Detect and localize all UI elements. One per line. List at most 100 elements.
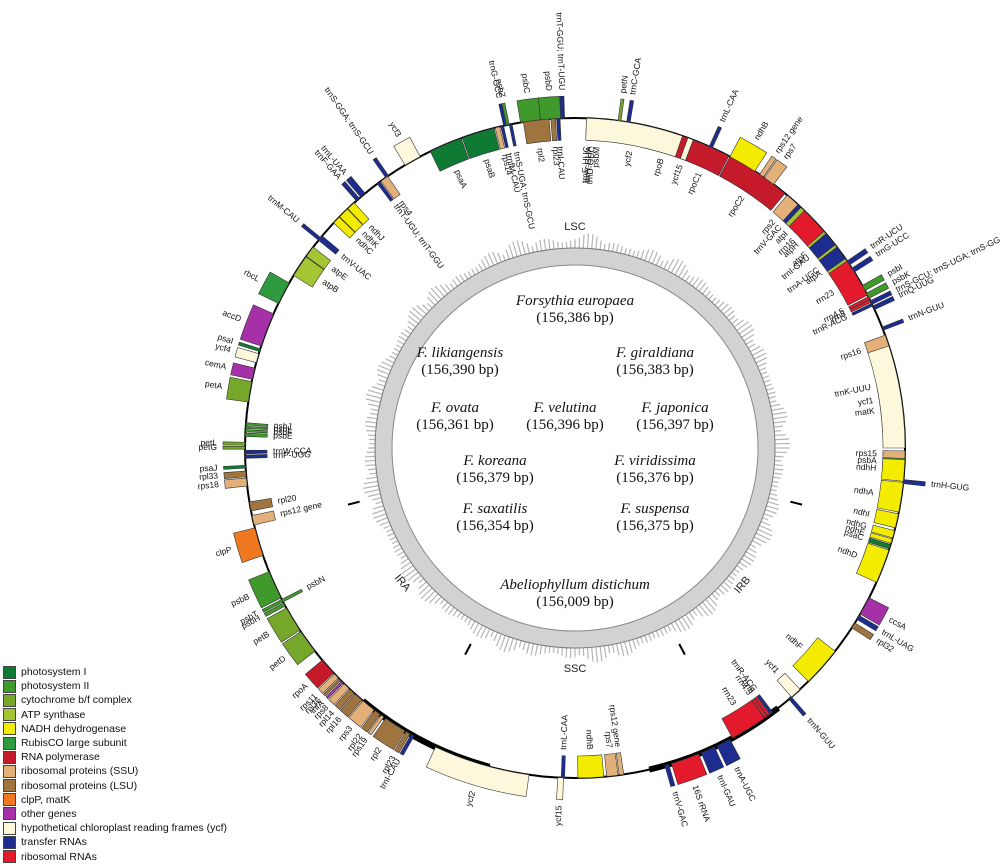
legend-label: ribosomal RNAs (21, 851, 97, 863)
species-size: (156,009 bp) (536, 594, 614, 610)
gc-texture-line (706, 599, 716, 610)
gc-texture-line (752, 541, 761, 546)
gc-texture-line (629, 641, 632, 653)
gc-texture-line (768, 502, 779, 505)
gc-texture-line (596, 237, 597, 249)
gc-texture-line (558, 647, 559, 654)
gc-texture-line (544, 239, 546, 250)
species-name: F. giraldiana (615, 345, 694, 361)
gc-texture-line (509, 638, 513, 652)
gc-texture-line (645, 249, 649, 260)
gc-texture-line (494, 632, 498, 641)
gene-block (245, 430, 267, 433)
legend-label: ATP synthase (21, 709, 85, 721)
gc-texture-line (445, 605, 451, 612)
gc-texture-line (726, 311, 733, 317)
gc-texture-line (514, 639, 517, 650)
gc-texture-line (372, 510, 385, 514)
legend-label: transfer RNAs (21, 836, 87, 848)
legend-item: cytochrome b/f complex (3, 693, 193, 707)
region-label-irb: IRB (732, 574, 753, 596)
gc-texture-line (419, 579, 424, 583)
gc-texture-line (715, 591, 720, 596)
gc-texture-line (686, 275, 690, 281)
gc-texture-line (535, 644, 537, 655)
gene-label: rpl2 (367, 745, 383, 763)
gene-label: rpl2 (535, 147, 547, 163)
gene-block (557, 118, 561, 140)
gene-label: 16S rRNA (690, 784, 712, 824)
gc-texture-line (617, 644, 619, 656)
gc-texture-line (513, 242, 518, 257)
legend-swatch (3, 694, 16, 707)
gene-label: rps16 (839, 345, 863, 361)
gene-label: ycf2 (622, 150, 635, 167)
gc-texture-line (527, 243, 529, 253)
gc-texture-line (693, 610, 697, 616)
gc-texture-line (774, 465, 783, 466)
gene-label: trnT-GGU; trnT-UGU (554, 12, 567, 90)
gene-label: trnS-GGA; trnS-GCU (323, 85, 376, 156)
gc-texture-line (377, 370, 389, 375)
gc-texture-line (625, 248, 627, 254)
legend-label: photosystem II (21, 680, 89, 692)
gc-texture-line (553, 240, 554, 249)
legend-label: RubisCO large subunit (21, 737, 127, 749)
gene-label: trnV-GAC (670, 790, 690, 828)
gene-label: ndhB (752, 119, 771, 141)
species-name: F. ovata (430, 400, 479, 416)
gc-texture-line (600, 646, 602, 661)
gc-texture-line (742, 559, 751, 565)
species-size: (156,376 bp) (616, 470, 694, 486)
gc-texture-line (531, 644, 534, 656)
gc-texture-line (456, 277, 461, 284)
gene-label: psbC (520, 73, 533, 94)
legend-swatch (3, 793, 16, 806)
gc-texture-line (750, 544, 755, 547)
gene-block (224, 471, 246, 479)
legend-swatch (3, 850, 16, 863)
gene-label: psbB (229, 591, 251, 608)
gc-texture-line (771, 490, 777, 491)
gene-block (903, 480, 925, 486)
species-size: (156,396 bp) (526, 417, 604, 433)
gc-texture-line (390, 356, 396, 359)
gene-label: rpoB (651, 157, 666, 177)
gc-texture-line (750, 346, 760, 352)
gc-texture-line (732, 319, 738, 324)
legend-item: clpP, matK (3, 793, 193, 807)
gc-texture-line (604, 646, 606, 658)
gc-texture-line (545, 646, 546, 654)
legend-swatch (3, 737, 16, 750)
species-size: (156,375 bp) (616, 518, 694, 534)
gc-texture-line (724, 582, 731, 588)
gc-texture-line (706, 291, 711, 297)
species-name: F. likiangensis (416, 345, 504, 361)
gc-texture-line (366, 477, 377, 479)
gene-label: ndhI (852, 505, 870, 518)
legend-item: ribosomal RNAs (3, 849, 193, 863)
region-label-ssc: SSC (564, 663, 587, 675)
gc-texture-line (625, 642, 628, 656)
gene-block (523, 119, 550, 144)
gc-texture-line (712, 594, 718, 600)
gc-texture-line (764, 514, 773, 517)
gc-texture-line (608, 243, 609, 251)
gc-texture-line (766, 388, 773, 390)
gc-texture-line (500, 635, 505, 650)
gc-texture-line (453, 610, 458, 616)
gc-texture-line (758, 363, 767, 367)
gene-label: atpB (321, 277, 341, 295)
gc-texture-line (387, 529, 393, 532)
gene-label: trnI-CAU (377, 757, 402, 791)
gene-block (605, 753, 619, 776)
region-boundary-tick (790, 502, 802, 505)
gc-texture-line (482, 260, 487, 269)
gene-block (578, 755, 604, 778)
gene-block (246, 423, 268, 427)
legend-label: NADH dehydrogenase (21, 723, 126, 735)
gene-block (709, 126, 721, 148)
gc-texture-line (771, 408, 783, 410)
gc-texture-line (405, 330, 411, 334)
gc-texture-line (398, 341, 404, 345)
